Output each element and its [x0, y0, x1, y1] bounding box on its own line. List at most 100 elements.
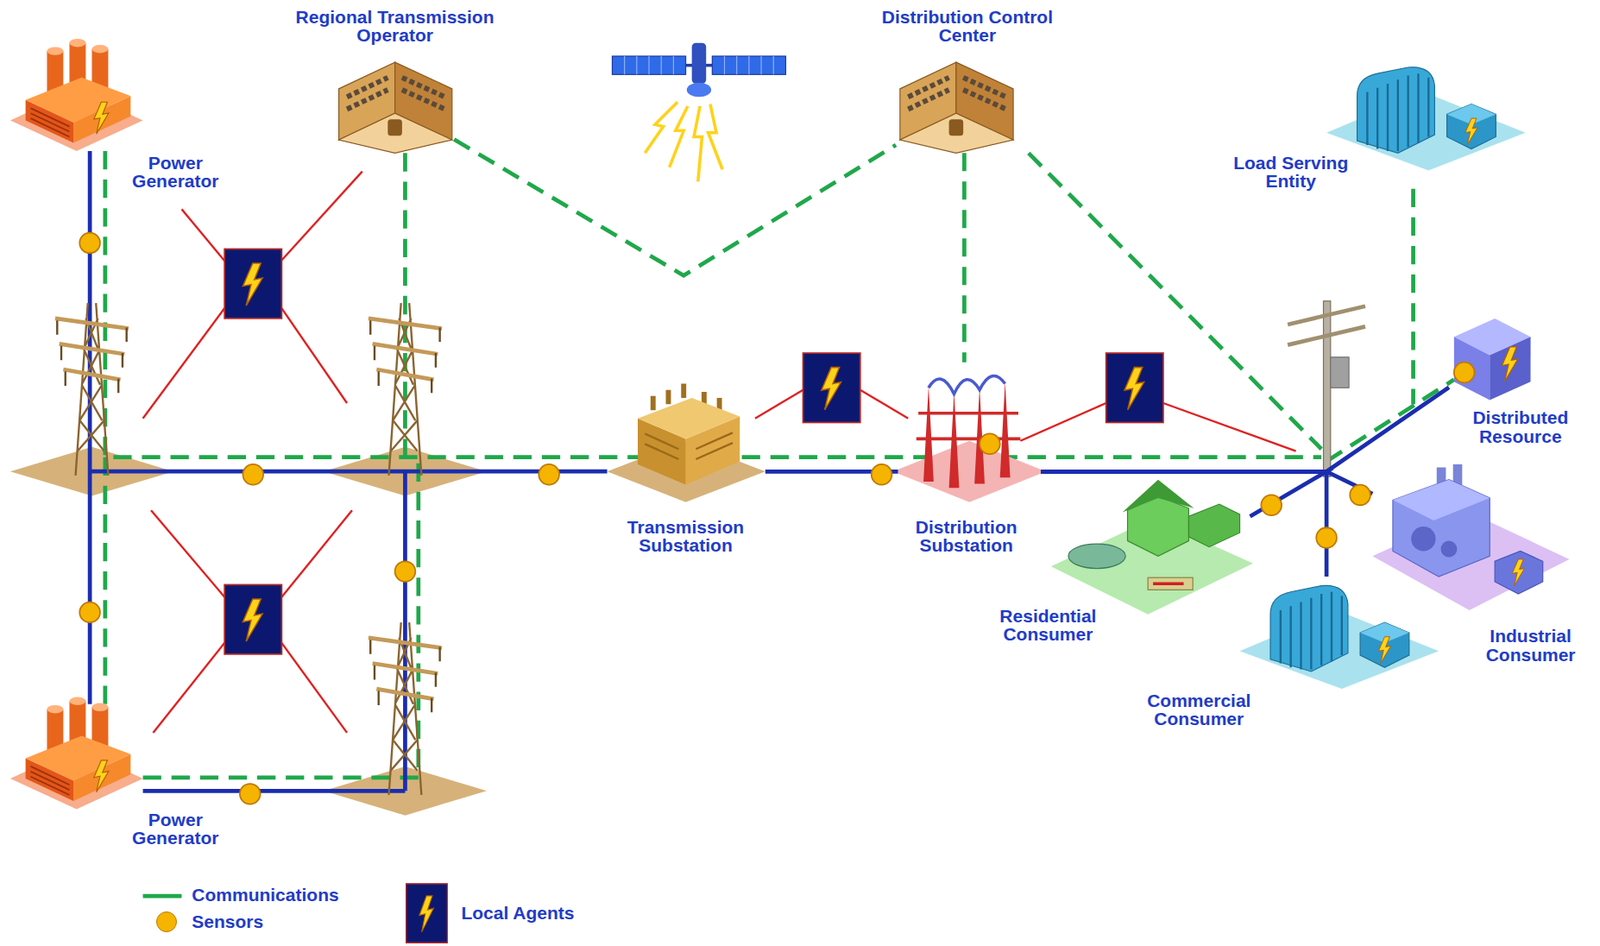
communication-link: [453, 139, 896, 277]
towers: [368, 622, 442, 795]
node-box: Distributed Resource: [1448, 316, 1533, 404]
utility-pole: [1323, 301, 1331, 477]
residential-house: [1152, 582, 1184, 586]
control-rooms: [339, 62, 453, 153]
power-line: [1040, 471, 1327, 577]
distribution-substation: [923, 381, 1010, 488]
satellite: [708, 104, 724, 171]
leader-lines: [152, 642, 225, 733]
label-holder: Power Generator: [119, 810, 232, 848]
node-label: Power Generator: [119, 152, 232, 190]
legend-samples: [143, 883, 448, 943]
node-label: Load Serving Entity: [1214, 152, 1367, 190]
leader-lines: [281, 308, 347, 404]
label-holder: Commercial Consumer: [1132, 690, 1266, 728]
satellite: [611, 43, 786, 183]
communication-link: [962, 152, 967, 362]
node-label: Power Generator: [119, 810, 232, 848]
transmission-substation: [607, 384, 766, 503]
utility-pole: [1287, 306, 1366, 346]
power-line: [1040, 471, 1327, 517]
node-box: Residential Consumer: [1051, 504, 1251, 612]
industrial-plant: [1411, 526, 1436, 551]
industrial-plant: [1494, 550, 1544, 594]
distributed-resource: [1489, 336, 1531, 400]
node-label: Distribution Substation: [889, 516, 1043, 555]
node-box: Industrial Consumer: [1372, 464, 1567, 612]
label-holder: Residential Consumer: [982, 605, 1115, 643]
industrial-plant: [1392, 479, 1490, 577]
legend-item: Communications: [191, 884, 339, 905]
utility-pole: [1330, 357, 1349, 388]
distribution-substation: [893, 440, 1046, 503]
satellite: [686, 82, 712, 98]
communication-lines: [1411, 188, 1416, 404]
communication-lines: [1326, 379, 1455, 462]
sensor-dot: [239, 783, 261, 805]
power-lines: [89, 151, 607, 791]
label-holder: Transmission Substation: [609, 516, 763, 555]
residential-house: [1051, 479, 1254, 615]
node-label: Industrial Consumer: [1464, 626, 1598, 664]
sensor-dot: [395, 560, 416, 582]
leader-lines: [1163, 403, 1297, 452]
industrial-plant: [1392, 479, 1490, 521]
node-box: Distribution Substation: [898, 362, 1042, 501]
load-serving-entity: [1326, 67, 1526, 171]
legend-item: Local Agents: [460, 903, 574, 924]
leader-lines: [143, 171, 1297, 733]
residential-house: [1188, 503, 1240, 548]
transmission-substation: [637, 397, 740, 439]
industrial-plant: [1372, 464, 1569, 611]
node-box: Power Generator: [10, 40, 144, 152]
power-lines: [89, 469, 607, 474]
towers: [55, 302, 129, 476]
sensor-dot: [79, 233, 1475, 805]
label-holder: Power Generator: [119, 152, 232, 190]
satellite: [669, 106, 688, 168]
node-label: Commercial Consumer: [1132, 690, 1266, 728]
residential-house: [1147, 577, 1193, 590]
distribution-substation: [916, 413, 1021, 440]
legend-samples: [406, 883, 448, 943]
legend-item: Sensors: [191, 911, 264, 932]
node-label: Distribution Control Center: [880, 6, 1054, 45]
sensor-dot: [538, 464, 560, 486]
towers: [55, 302, 442, 795]
commercial-building: [1240, 585, 1440, 689]
label-holder: Distribution Substation: [889, 516, 1043, 555]
control-rooms: [339, 62, 1015, 153]
satellite: [692, 43, 707, 84]
legend-swatch: [156, 911, 177, 933]
communication-lines: [105, 151, 1455, 778]
power-line: [1040, 471, 1373, 494]
generators: [10, 38, 144, 152]
distribution-substation: [893, 375, 1046, 502]
control-rooms: [900, 62, 1014, 153]
label-holder: Distribution Control Center: [880, 6, 1054, 45]
node-box: Power Generator: [10, 699, 144, 810]
agents: [224, 584, 282, 654]
node-box: Transmission Substation: [607, 392, 766, 500]
node-label: Transmission Substation: [609, 516, 763, 555]
satellite: [693, 106, 702, 182]
node-box: Regional Transmission Operator: [336, 56, 454, 153]
legend-text: Sensors: [191, 911, 264, 932]
node-box: Load Serving Entity: [1326, 62, 1526, 164]
leader-lines: [143, 308, 226, 419]
residential-house: [1068, 543, 1126, 568]
distributed-resource: [1454, 336, 1490, 400]
load-serving-entity: [1326, 67, 1526, 171]
sensor-dot: [242, 464, 264, 486]
sensor-dot: [79, 602, 101, 624]
sensor-dot: [1349, 485, 1371, 506]
agents: [224, 248, 1164, 654]
leader-lines: [281, 510, 353, 597]
node-label: Distributed Resource: [1454, 408, 1588, 446]
generators: [10, 697, 144, 810]
satellite: [644, 101, 678, 153]
leader-lines: [281, 642, 347, 733]
communication-lines: [403, 152, 408, 457]
leader-lines: [1020, 403, 1106, 441]
